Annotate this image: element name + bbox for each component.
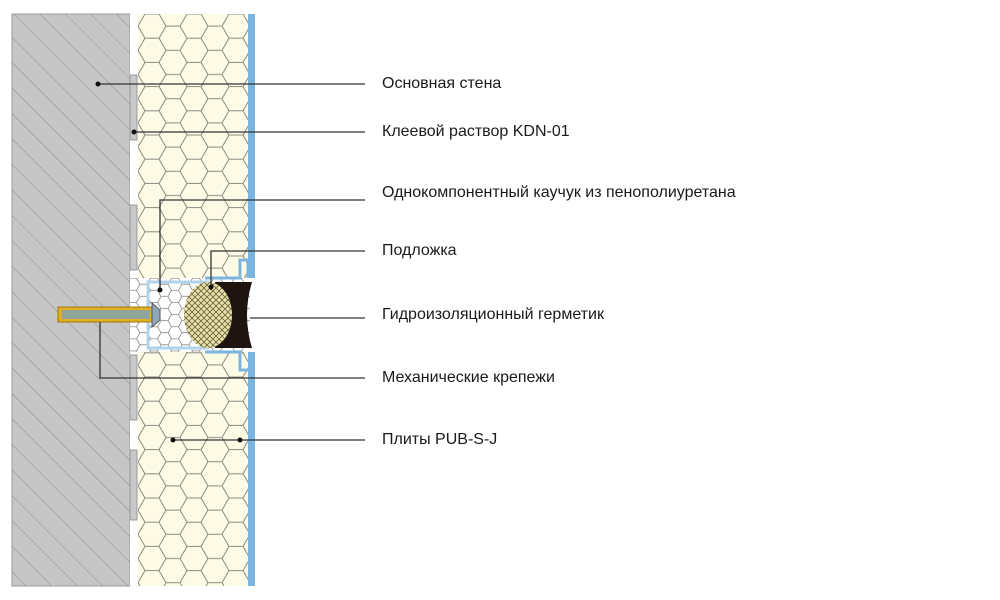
label-sealant: Гидроизоляционный герметик xyxy=(382,306,604,323)
label-adhesive: Клеевой раствор KDN-01 xyxy=(382,123,570,140)
leader-dots xyxy=(95,81,243,443)
leader-lines xyxy=(98,83,365,441)
base-wall xyxy=(11,13,131,587)
label-base-wall: Основная стена xyxy=(382,75,502,92)
label-fasteners: Механические крепежи xyxy=(382,369,555,386)
label-pu-foam: Однокомпонентный каучук из пенополиурета… xyxy=(382,184,736,201)
label-panels: Плиты PUB-S-J xyxy=(382,431,498,448)
label-backer: Подложка xyxy=(382,242,457,259)
joint-assembly xyxy=(57,258,255,372)
